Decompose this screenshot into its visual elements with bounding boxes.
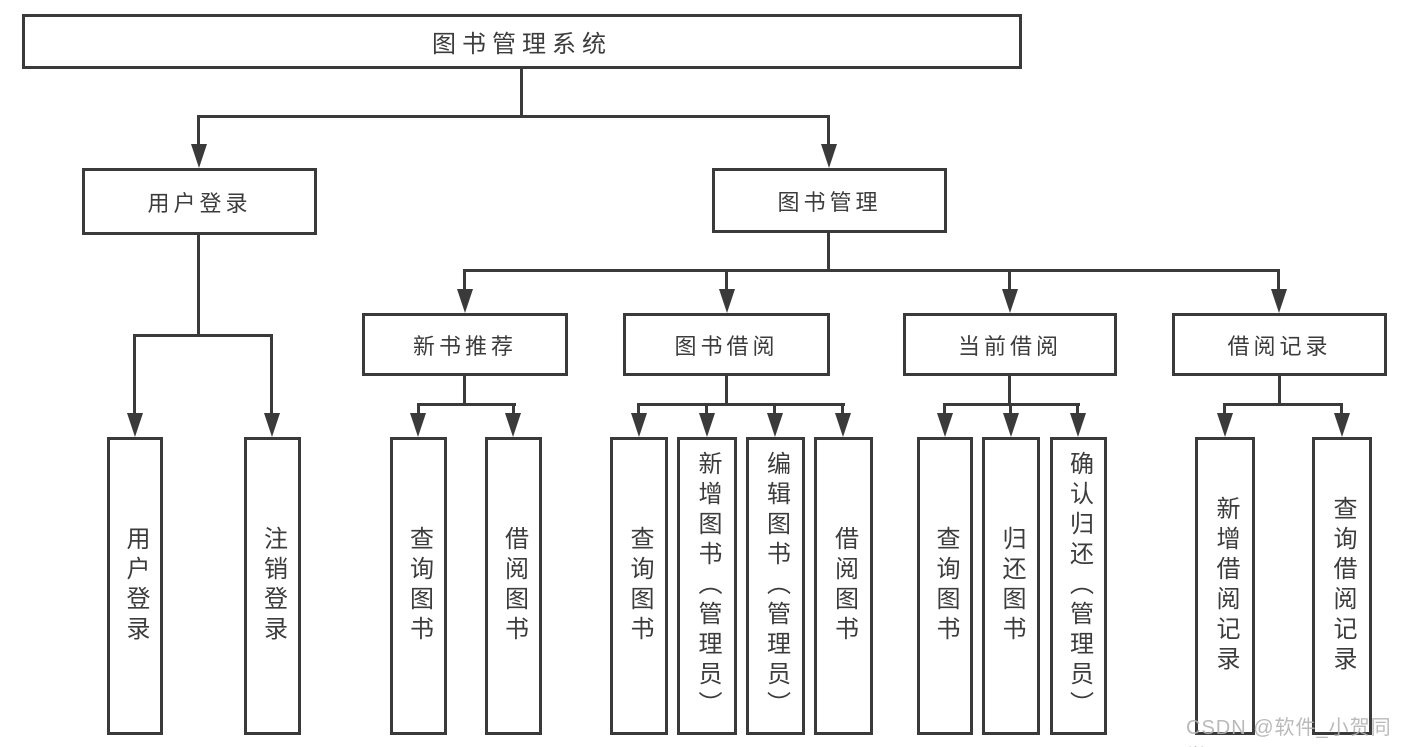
connector-line — [1008, 269, 1011, 292]
arrowhead-down-icon — [1334, 413, 1350, 437]
connector-line — [1340, 403, 1343, 417]
connector-line — [133, 334, 136, 417]
connector-line — [1223, 403, 1226, 417]
connector-line — [1277, 269, 1280, 292]
arrowhead-down-icon — [264, 413, 280, 437]
connector-line — [1008, 376, 1011, 406]
leaf-add-borrow-record: 新增借阅记录 — [1195, 437, 1255, 735]
arrowhead-down-icon — [835, 413, 851, 437]
connector-line — [197, 115, 830, 118]
arrowhead-down-icon — [631, 413, 647, 437]
connector-line — [197, 115, 200, 147]
connector-line — [270, 334, 273, 417]
connector-line — [725, 376, 728, 406]
node-current-borrowing: 当前借阅 — [903, 313, 1117, 376]
connector-line — [841, 403, 844, 417]
connector-line — [417, 403, 420, 417]
leaf-add-book-admin: 新增图书（管理员） — [677, 437, 737, 735]
connector-line — [133, 334, 273, 337]
node-user-login: 用户登录 — [82, 168, 317, 235]
arrowhead-down-icon — [191, 144, 207, 168]
arrowhead-down-icon — [505, 413, 521, 437]
connector-line — [1076, 403, 1079, 417]
arrowhead-down-icon — [1070, 413, 1086, 437]
connector-line — [943, 403, 946, 417]
connector-line — [197, 235, 200, 337]
connector-line — [463, 269, 466, 292]
connector-line — [637, 403, 845, 406]
arrowhead-down-icon — [1217, 413, 1233, 437]
connector-line — [512, 403, 515, 417]
node-borrowing-records: 借阅记录 — [1172, 313, 1387, 376]
node-book-management: 图书管理 — [712, 168, 947, 233]
arrowhead-down-icon — [127, 413, 143, 437]
connector-line — [1009, 403, 1012, 417]
connector-line — [705, 403, 708, 417]
leaf-confirm-return-admin: 确认归还（管理员） — [1050, 437, 1107, 735]
leaf-user-login: 用户登录 — [107, 437, 163, 735]
leaf-edit-book-admin: 编辑图书（管理员） — [746, 437, 805, 735]
connector-line — [773, 403, 776, 417]
connector-line — [1278, 376, 1281, 406]
node-book-borrowing: 图书借阅 — [623, 313, 830, 376]
connector-line — [827, 233, 830, 272]
leaf-return-books: 归还图书 — [982, 437, 1040, 735]
connector-line — [463, 376, 466, 406]
arrowhead-down-icon — [821, 144, 837, 168]
connector-line — [827, 115, 830, 147]
arrowhead-down-icon — [1003, 413, 1019, 437]
connector-line — [1223, 403, 1343, 406]
arrowhead-down-icon — [719, 289, 735, 313]
leaf-query-books-borrowing: 查询图书 — [610, 437, 668, 735]
arrowhead-down-icon — [457, 289, 473, 313]
leaf-query-books-recommend: 查询图书 — [390, 437, 447, 735]
connector-line — [725, 269, 728, 292]
leaf-borrow-books-borrowing: 借阅图书 — [814, 437, 873, 735]
connector-line — [637, 403, 640, 417]
node-new-book-recommendation: 新书推荐 — [362, 313, 568, 376]
connector-line — [463, 269, 1280, 272]
leaf-borrow-books-recommend: 借阅图书 — [485, 437, 542, 735]
arrowhead-down-icon — [410, 413, 426, 437]
connector-line — [520, 69, 523, 118]
leaf-query-books-current: 查询图书 — [917, 437, 973, 735]
arrowhead-down-icon — [937, 413, 953, 437]
node-library-management-system: 图书管理系统 — [22, 14, 1022, 69]
arrowhead-down-icon — [767, 413, 783, 437]
watermark: CSDN @软件_小贺同学 — [1186, 717, 1392, 747]
arrowhead-down-icon — [699, 413, 715, 437]
leaf-query-borrow-record: 查询借阅记录 — [1312, 437, 1372, 735]
arrowhead-down-icon — [1271, 289, 1287, 313]
arrowhead-down-icon — [1002, 289, 1018, 313]
leaf-logout: 注销登录 — [244, 437, 301, 735]
connector-line — [417, 403, 516, 406]
